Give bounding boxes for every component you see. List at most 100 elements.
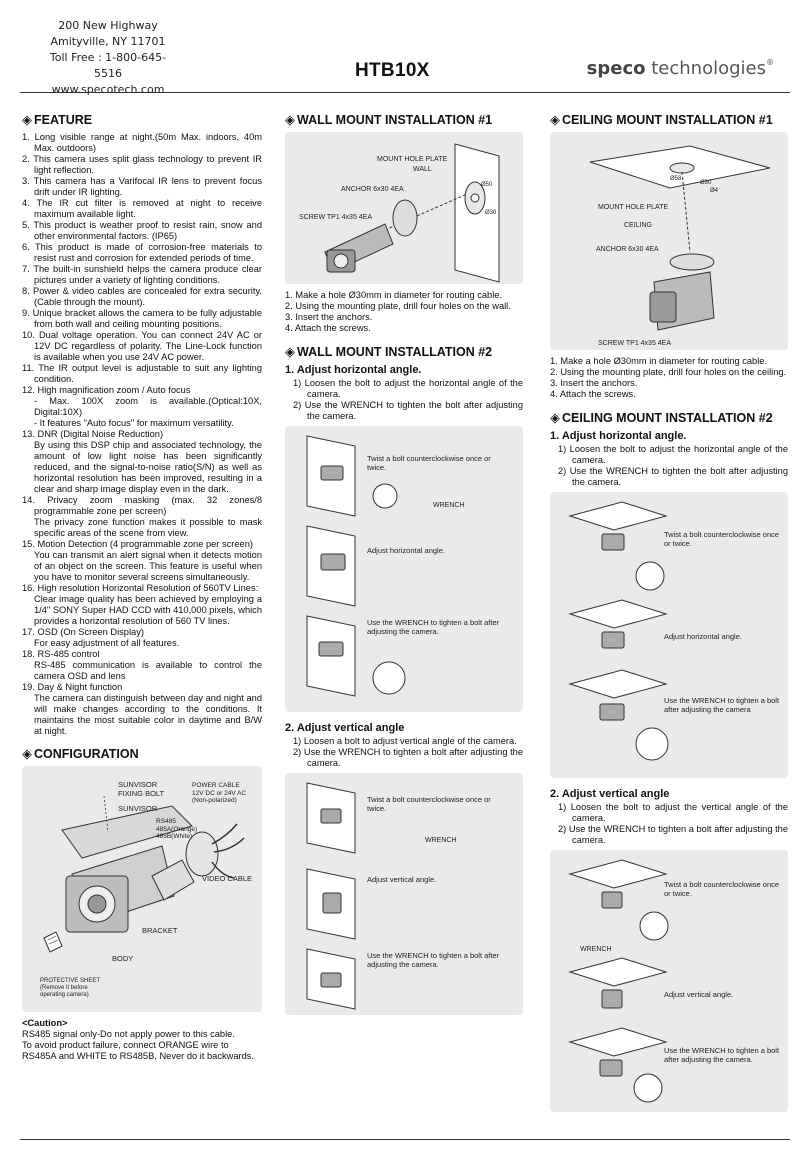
list-item: 3. Insert the anchors. xyxy=(550,378,638,388)
label-d50: Ø50 xyxy=(481,182,493,188)
list-item: 4. The IR cut filter is removed at night… xyxy=(22,198,262,219)
label-d30: Ø30 xyxy=(700,180,712,186)
label-screw: SCREW TP1 4x35 4EA xyxy=(299,214,373,221)
ceiling-vertical-diagram: Twist a bolt counterclockwise once or tw… xyxy=(550,850,788,1112)
column-left: ◈FEATURE 1. Long visible range at night.… xyxy=(22,112,262,737)
address-line: www.specotech.com xyxy=(51,83,165,96)
label-bracket: BRACKET xyxy=(142,926,178,935)
caution-line: RS485 signal only-Do not apply power to … xyxy=(22,1029,235,1039)
ceiling2-vertical-steps: 1) Loosen the bolt to adjust the vertica… xyxy=(550,802,788,846)
caution-note: <Caution> RS485 signal only-Do not apply… xyxy=(22,1018,262,1062)
wall1-steps: 1. Make a hole Ø30mm in diameter for rou… xyxy=(285,290,523,334)
label-power-cable: POWER CABLE 12V DC or 24V AC (Non-polari… xyxy=(192,782,247,804)
list-item: 14. Privacy zoom masking (max. 32 zones/… xyxy=(22,495,262,538)
label-wrench: WRENCH xyxy=(580,946,612,953)
wall-horizontal-diagram: Twist a bolt counterclockwise once or tw… xyxy=(285,426,523,712)
diamond-icon: ◈ xyxy=(550,410,560,425)
label-protective-sheet: PROTECTIVE SHEET (Remove it before opera… xyxy=(40,978,101,998)
list-item: 2. This camera uses split glass technolo… xyxy=(22,154,262,175)
configuration-diagram: SUNVISOR FIXING BOLT SUNVISOR POWER CABL… xyxy=(22,766,262,1012)
address-line: Amityville, NY 11701 xyxy=(50,35,166,48)
footer-divider xyxy=(20,1139,790,1140)
diamond-icon: ◈ xyxy=(285,112,295,127)
section-heading-ceiling2: ◈CEILING MOUNT INSTALLATION #2 xyxy=(550,410,773,425)
label-tighten: Use the WRENCH to tighten a bolt after a… xyxy=(367,951,500,969)
label-d30: Ø30 xyxy=(485,210,497,216)
list-item: 4. Attach the screws. xyxy=(285,323,371,333)
brand-bold: speco xyxy=(586,58,646,79)
list-item: 1) Loosen a bolt to adjust vertical angl… xyxy=(293,736,517,746)
ceiling-vertical-svg xyxy=(568,859,669,1103)
list-item: 10. Dual voltage operation. You can conn… xyxy=(22,330,262,362)
list-item: 1. Long visible range at night.(50m Max.… xyxy=(22,132,262,153)
configuration-section: ◈CONFIGURATION SUNVISOR FIXING BOLT SUNV… xyxy=(22,746,262,1062)
ceiling-mount-diagram: MOUNT HOLE PLATE CEILING ANCHOR 6x30 4EA… xyxy=(550,132,788,350)
list-item: 3. Insert the anchors. xyxy=(285,312,373,322)
label-adjust: Adjust horizontal angle. xyxy=(367,546,445,555)
label-twist: Twist a bolt counterclockwise once or tw… xyxy=(367,795,491,813)
label-d4: Ø4 xyxy=(710,188,719,194)
label-video-cable: VIDEO CABLE xyxy=(202,874,253,883)
brand-rest: technologies xyxy=(651,58,766,79)
list-item: 1. Make a hole Ø30mm in diameter for rou… xyxy=(550,356,768,366)
diamond-icon: ◈ xyxy=(550,112,560,127)
address-line: 200 New Highway xyxy=(58,19,158,32)
list-item: 13. DNR (Digital Noise Reduction) By usi… xyxy=(22,429,262,494)
company-address: 200 New Highway Amityville, NY 11701 Tol… xyxy=(38,18,178,98)
list-item: 2) Use the WRENCH to tighten the bolt af… xyxy=(293,400,523,421)
list-item: 2) Use the WRENCH to tighten a bolt afte… xyxy=(558,824,788,845)
wall-horizontal-svg xyxy=(306,435,406,697)
list-item: 6. This product is made of corrosion-fre… xyxy=(22,242,262,263)
ceiling-horizontal-svg xyxy=(568,501,669,761)
section-heading-wall1: ◈WALL MOUNT INSTALLATION #1 xyxy=(285,112,493,127)
diamond-icon: ◈ xyxy=(22,746,32,761)
wall2-horizontal-steps: 1) Loosen the bolt to adjust the horizon… xyxy=(285,378,523,422)
wall-vertical-diagram: Twist a bolt counterclockwise once or tw… xyxy=(285,773,523,1015)
wall2-vertical-title: 2. Adjust vertical angle xyxy=(285,722,405,734)
label-ceiling: CEILING xyxy=(624,222,653,229)
label-sunvisor-bolt: SUNVISOR FIXING BOLT xyxy=(118,780,165,798)
brand-logo: speco technologies® xyxy=(587,58,774,79)
label-tighten: Use the WRENCH to tighten a bolt after a… xyxy=(664,1046,780,1064)
label-twist: Twist a bolt counterclockwise once or tw… xyxy=(367,454,491,472)
list-item: 12. High magnification zoom / Auto focus… xyxy=(22,385,262,428)
label-adjust: Adjust vertical angle. xyxy=(664,990,734,999)
wall-mount-svg xyxy=(324,143,500,283)
registered-icon: ® xyxy=(766,58,774,67)
wall2-horizontal-title: 1. Adjust horizontal angle. xyxy=(285,364,422,376)
label-wall: WALL xyxy=(413,166,432,173)
label-rs485: RS485 485A(Orange) 485B(White) xyxy=(156,818,198,840)
label-anchor: ANCHOR 6x30 4EA xyxy=(341,186,404,193)
label-mount-hole-plate: MOUNT HOLE PLATE xyxy=(598,204,669,211)
label-d58: Ø58 xyxy=(670,176,682,182)
label-adjust: Adjust vertical angle. xyxy=(367,875,437,884)
list-item: 15. Motion Detection (4 programmable zon… xyxy=(22,539,262,582)
label-wrench: WRENCH xyxy=(433,502,465,509)
page-header: 200 New Highway Amityville, NY 11701 Tol… xyxy=(0,0,808,96)
label-tighten: Use the WRENCH to tighten a bolt after a… xyxy=(367,618,500,636)
section-heading-ceiling1: ◈CEILING MOUNT INSTALLATION #1 xyxy=(550,112,773,127)
section-heading-wall2: ◈WALL MOUNT INSTALLATION #2 xyxy=(285,344,493,359)
list-item: 1) Loosen the bolt to adjust the horizon… xyxy=(293,378,523,399)
section-heading-feature: ◈FEATURE xyxy=(22,112,93,127)
caution-title: <Caution> xyxy=(22,1018,68,1028)
list-item: 19. Day & Night function The camera can … xyxy=(22,682,262,736)
column-right: ◈CEILING MOUNT INSTALLATION #1 MOUNT HOL… xyxy=(550,112,788,1112)
label-anchor: ANCHOR 6x30 4EA xyxy=(596,246,659,253)
label-twist: Twist a bolt counterclockwise once or tw… xyxy=(664,530,780,548)
ceiling-mount-svg xyxy=(589,145,771,331)
camera-exploded-svg xyxy=(43,795,245,953)
label-sunvisor: SUNVISOR xyxy=(118,804,158,813)
list-item: 1) Loosen the bolt to adjust the horizon… xyxy=(558,444,788,465)
list-item: 16. High resolution Horizontal Resolutio… xyxy=(22,583,262,626)
list-item: 9. Unique bracket allows the camera to b… xyxy=(22,308,262,329)
address-line: Toll Free : 1-800-645-5516 xyxy=(49,51,167,80)
list-item: 17. OSD (On Screen Display) For easy adj… xyxy=(22,627,180,648)
label-adjust: Adjust horizontal angle. xyxy=(664,632,742,641)
model-title: HTB10X xyxy=(355,60,430,81)
ceiling1-steps: 1. Make a hole Ø30mm in diameter for rou… xyxy=(550,356,788,400)
section-heading-configuration: ◈CONFIGURATION xyxy=(22,746,139,761)
label-wrench: WRENCH xyxy=(425,837,457,844)
list-item: 1. Make a hole Ø30mm in diameter for rou… xyxy=(285,290,503,300)
label-screw: SCREW TP1 4x35 4EA xyxy=(598,340,672,347)
